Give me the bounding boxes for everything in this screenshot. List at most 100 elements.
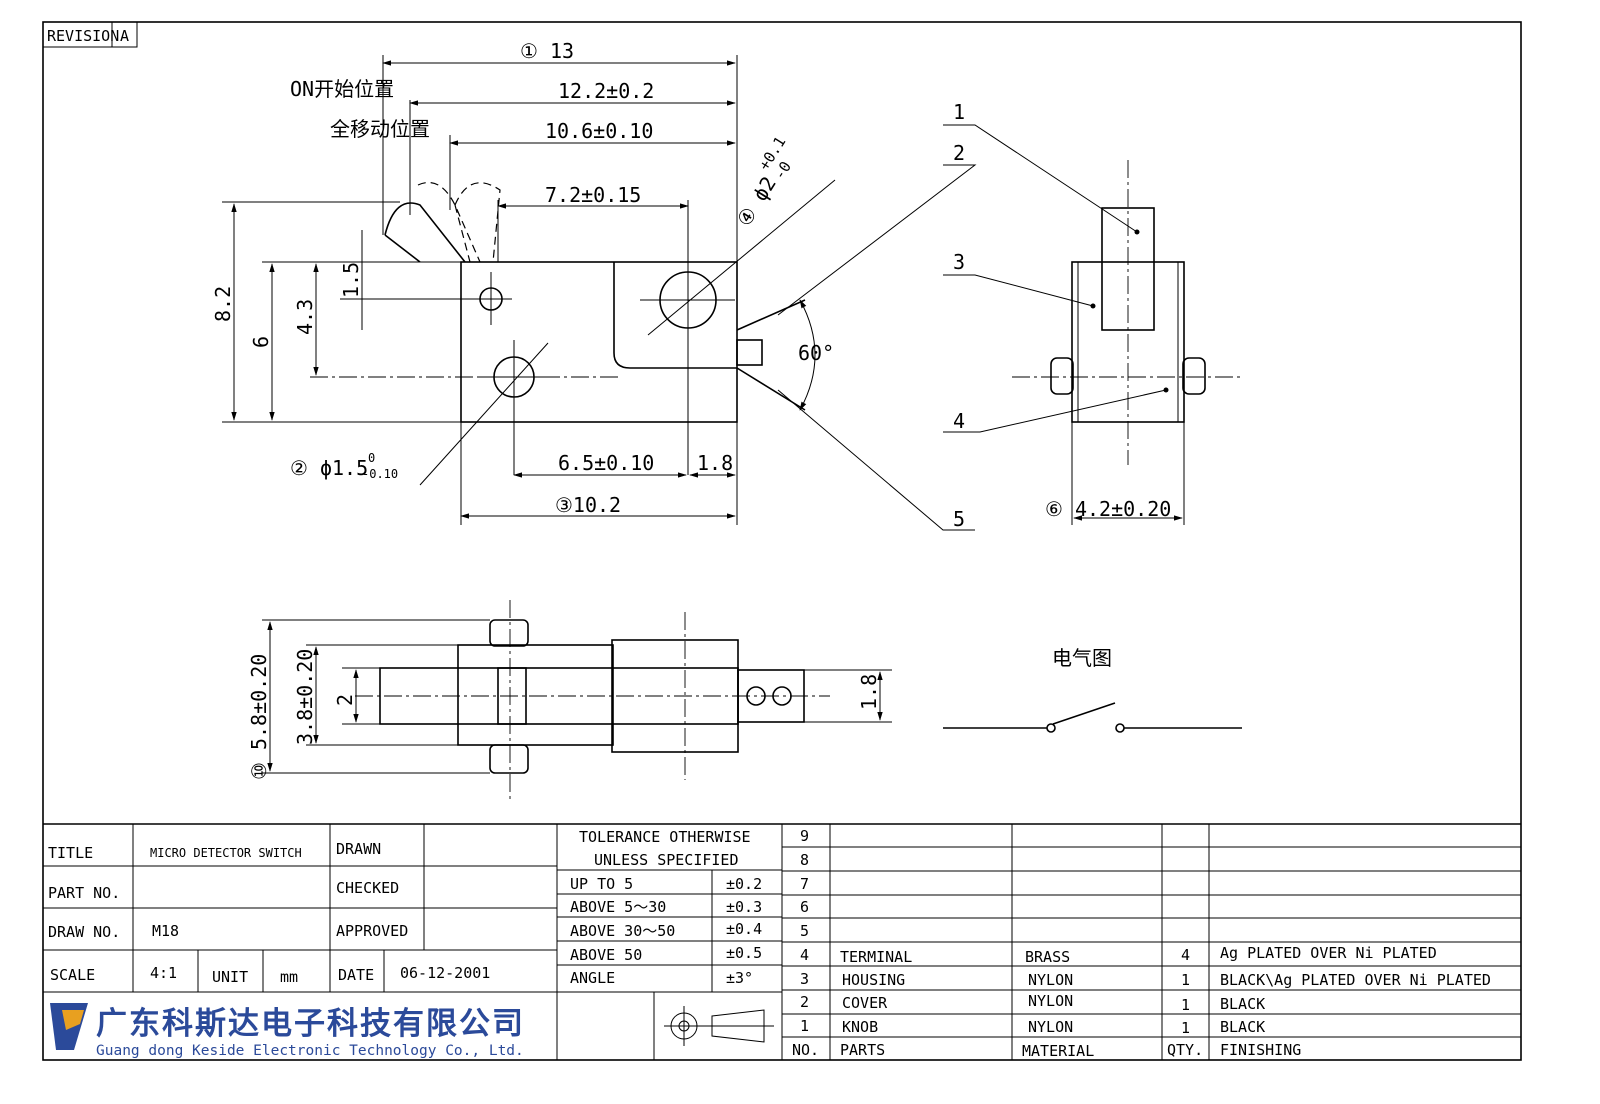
bom-material: NYLON bbox=[1028, 971, 1073, 989]
bom-row-8: 8 bbox=[800, 851, 809, 869]
side-view: 1 2 3 4 5 ⑥ 4.2±0.20 bbox=[777, 100, 1242, 531]
label-on-start: ON开始位置 bbox=[290, 77, 394, 101]
scale-label: SCALE bbox=[50, 966, 95, 984]
part-no-label: PART NO. bbox=[48, 884, 120, 902]
bom-material: BRASS bbox=[1025, 948, 1070, 966]
dim-height-body: 6 bbox=[249, 336, 273, 348]
date-value: 06-12-2001 bbox=[400, 964, 490, 982]
bom-qty: 1 bbox=[1181, 971, 1190, 989]
dim-hole-pitch: 6.5±0.10 bbox=[558, 451, 654, 475]
bom-row-5: 5 bbox=[800, 922, 809, 940]
bom-header-row: NO. PARTS MATERIAL QTY. FINISHING bbox=[792, 1041, 1301, 1060]
bom-row-1: 1 KNOB NYLON 1 BLACK bbox=[800, 1017, 1265, 1037]
dim-full-travel: 10.6±0.10 bbox=[545, 119, 653, 143]
dim-side-width: ⑥ 4.2±0.20 bbox=[1045, 497, 1171, 521]
tol-value-3: ±0.4 bbox=[726, 920, 762, 938]
tol-range-5: ANGLE bbox=[570, 969, 615, 987]
company-name-en: Guang dong Keside Electronic Technology … bbox=[96, 1043, 524, 1059]
unit-value: mm bbox=[280, 968, 298, 986]
bom-part: HOUSING bbox=[842, 971, 905, 989]
bom-row-3: 3 HOUSING NYLON 1 BLACK\Ag PLATED OVER N… bbox=[800, 970, 1491, 989]
top-view: ⑩ 5.8±0.20 3.8±0.20 2 1.8 bbox=[247, 600, 892, 800]
revision-box bbox=[42, 21, 138, 48]
label-full-travel: 全移动位置 bbox=[330, 117, 430, 141]
bom-no: 2 bbox=[800, 993, 809, 1011]
callout-1: 1 bbox=[953, 100, 965, 124]
unit-label: UNIT bbox=[212, 968, 248, 986]
scale-value: 4:1 bbox=[150, 964, 177, 982]
bom-no: 7 bbox=[800, 875, 809, 893]
projection-symbol bbox=[664, 1006, 774, 1046]
dim-hole-top: 1.5 bbox=[339, 262, 363, 298]
bom-no: 8 bbox=[800, 851, 809, 869]
dim-knob-width: 2 bbox=[333, 694, 357, 706]
tolerance-heading-1: TOLERANCE OTHERWISE bbox=[579, 828, 751, 846]
tol-range-2: ABOVE 5～30 bbox=[570, 898, 666, 916]
bom-no: 9 bbox=[800, 827, 809, 845]
dim-on-start: 12.2±0.2 bbox=[558, 79, 654, 103]
tol-value-5: ±3° bbox=[726, 969, 753, 987]
tol-range-1: UP TO 5 bbox=[570, 875, 633, 893]
checked-label: CHECKED bbox=[336, 879, 399, 897]
tol-value-1: ±0.2 bbox=[726, 875, 762, 893]
dim-height-total: 8.2 bbox=[211, 286, 235, 322]
dim-body-length: ③10.2 bbox=[555, 493, 621, 517]
dim-terminal-hole: ④ ϕ2 bbox=[732, 172, 781, 231]
bom-finishing: BLACK\Ag PLATED OVER Ni PLATED bbox=[1220, 971, 1491, 989]
bom-row-9: 9 bbox=[800, 827, 809, 845]
draw-no-value: M18 bbox=[152, 922, 179, 940]
date-label: DATE bbox=[338, 966, 374, 984]
bom-finishing: BLACK bbox=[1220, 995, 1265, 1013]
bom-row-2: 2 COVER NYLON 1 BLACK bbox=[800, 992, 1265, 1014]
bom-row-7: 7 bbox=[800, 875, 809, 893]
bom-part: TERMINAL bbox=[840, 948, 912, 966]
bom-header-material: MATERIAL bbox=[1022, 1042, 1094, 1060]
dim-mount-hole-tol-upper: 0 bbox=[368, 451, 375, 465]
bom-row-6: 6 bbox=[800, 898, 809, 916]
bom-no: 5 bbox=[800, 922, 809, 940]
front-view: ① 13 ON开始位置 12.2±0.2 全移动位置 10.6±0.10 7.2… bbox=[211, 39, 836, 525]
dim-mount-hole: ② ϕ1.5 bbox=[290, 456, 368, 480]
bom-no: 6 bbox=[800, 898, 809, 916]
electrical-label: 电气图 bbox=[1052, 646, 1112, 670]
bom-header-finishing: FINISHING bbox=[1220, 1041, 1301, 1059]
bom-material: NYLON bbox=[1028, 1018, 1073, 1036]
revision-label: REVISION bbox=[47, 27, 119, 45]
callout-5: 5 bbox=[953, 507, 965, 531]
company-name-cn: 广东科斯达电子科技有限公司 bbox=[96, 1006, 525, 1042]
dim-terminal-width: 1.8 bbox=[857, 674, 881, 710]
tol-value-4: ±0.5 bbox=[726, 944, 762, 962]
bom-header-no: NO. bbox=[792, 1041, 819, 1059]
bom-part: COVER bbox=[842, 994, 888, 1012]
company-logo bbox=[50, 1003, 88, 1050]
tol-value-2: ±0.3 bbox=[726, 898, 762, 916]
bom-material: NYLON bbox=[1028, 992, 1073, 1010]
dim-inner-width: 3.8±0.20 bbox=[293, 649, 317, 745]
bom-no: 3 bbox=[800, 970, 809, 988]
dim-mount-hole-tol-lower: -0.10 bbox=[362, 467, 398, 481]
tol-range-3: ABOVE 30～50 bbox=[570, 922, 675, 940]
revision-value: A bbox=[120, 27, 129, 45]
dim-hole-offset: 7.2±0.15 bbox=[545, 183, 641, 207]
dim-outer-width: ⑩ 5.8±0.20 bbox=[247, 654, 271, 780]
tol-range-4: ABOVE 50 bbox=[570, 946, 642, 964]
bom-finishing: Ag PLATED OVER Ni PLATED bbox=[1220, 944, 1437, 962]
bom-qty: 4 bbox=[1181, 946, 1190, 964]
bom-qty: 1 bbox=[1181, 996, 1190, 1014]
bom-no: 4 bbox=[800, 946, 809, 964]
callout-2: 2 bbox=[953, 141, 965, 165]
bom-row-4: 4 TERMINAL BRASS 4 Ag PLATED OVER Ni PLA… bbox=[800, 944, 1437, 966]
bom-header-parts: PARTS bbox=[840, 1041, 885, 1059]
bom-finishing: BLACK bbox=[1220, 1018, 1265, 1036]
approved-label: APPROVED bbox=[336, 922, 408, 940]
electrical-diagram: 电气图 bbox=[943, 646, 1242, 733]
callout-3: 3 bbox=[953, 250, 965, 274]
callout-4: 4 bbox=[953, 409, 965, 433]
title-value: MICRO DETECTOR SWITCH bbox=[150, 846, 302, 860]
dim-edge: 1.8 bbox=[697, 451, 733, 475]
bom-qty: 1 bbox=[1181, 1019, 1190, 1037]
dim-hole-height: 4.3 bbox=[293, 299, 317, 335]
tolerance-heading-2: UNLESS SPECIFIED bbox=[594, 851, 739, 869]
title-label: TITLE bbox=[48, 844, 93, 862]
